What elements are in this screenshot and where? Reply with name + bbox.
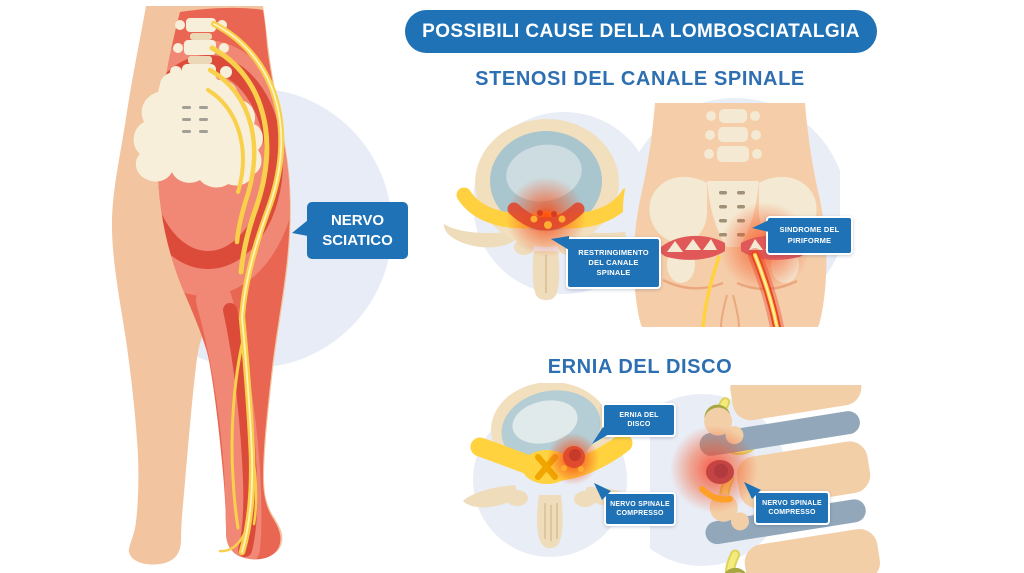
- compression-glow: [670, 425, 758, 513]
- stenosis-heading: STENOSI DEL CANALE SPINALE: [475, 68, 805, 90]
- compressed-nerve-lateral-callout: NERVO SPINALE COMPRESSO: [744, 482, 830, 525]
- callout-pointer: [551, 236, 569, 250]
- sciatic-nerve: [206, 21, 285, 556]
- compressed-nerve-axial-callout: NERVO SPINALE COMPRESSO: [594, 483, 676, 526]
- callout-pointer: [752, 220, 769, 232]
- canal-narrowing-label: RESTRINGIMENTO DEL CANALE SPINALE: [578, 247, 649, 278]
- disc-herniation-lateral-figure: [650, 385, 880, 573]
- pelvis-bone: [133, 71, 263, 188]
- piriformis-label: SINDROME DEL PIRIFORME: [779, 225, 840, 245]
- disc-herniation-axial-figure: [463, 383, 639, 557]
- sciatic-nerve-callout-label: NERVO SCIATICO: [322, 212, 393, 249]
- callout-pointer: [594, 483, 611, 500]
- disc-hernia-callout: ERNIA DEL DISCO: [592, 403, 676, 444]
- canal-inflammation-glow: [506, 177, 586, 257]
- piriformis-syndrome-figure: [623, 98, 840, 327]
- spinal-stenosis-axial-figure: [443, 112, 655, 301]
- compressed-nerve-lateral-label: NERVO SPINALE COMPRESSO: [762, 499, 822, 516]
- canal-narrowing-callout: RESTRINGIMENTO DEL CANALE SPINALE: [551, 236, 661, 289]
- sciatic-nerve-callout: NERVO SCIATICO: [292, 202, 408, 259]
- sciatic-nerve-figure: [112, 6, 392, 565]
- disc-hernia-label: ERNIA DEL DISCO: [619, 411, 659, 428]
- piriformis-callout: SINDROME DEL PIRIFORME: [752, 216, 853, 255]
- sciatic-nerves: [701, 248, 784, 327]
- callout-pointer: [744, 482, 761, 499]
- callout-pointer: [592, 427, 611, 444]
- compression-glow: [547, 433, 599, 485]
- hernia-heading: ERNIA DEL DISCO: [547, 356, 733, 378]
- callout-pointer: [292, 220, 308, 236]
- compressed-nerve-axial-label: NERVO SPINALE COMPRESSO: [610, 500, 670, 517]
- main-title: POSSIBILI CAUSE DELLA LOMBOSCIATALGIA: [405, 10, 877, 53]
